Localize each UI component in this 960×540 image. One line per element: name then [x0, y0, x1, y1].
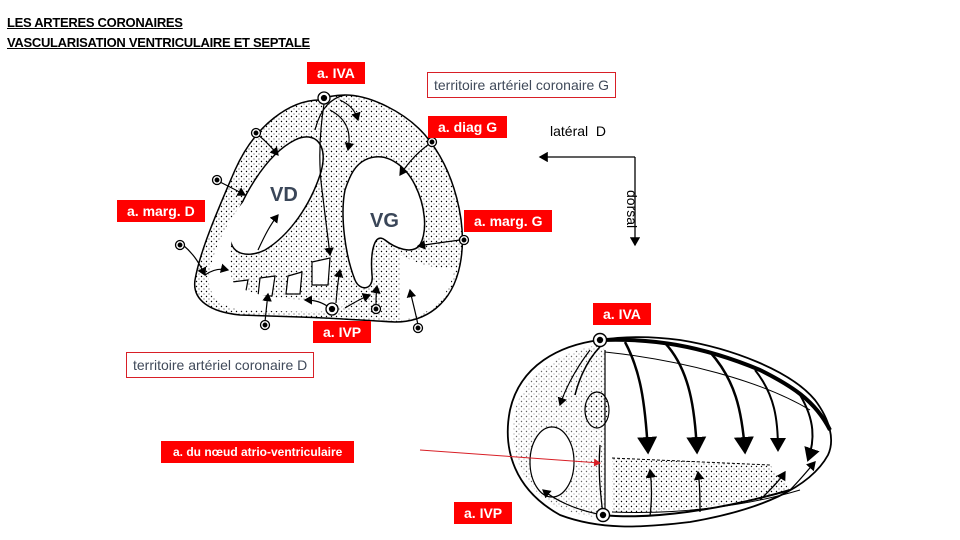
label-ivp-top: a. IVP — [313, 321, 372, 343]
heart-side-view — [419, 332, 832, 528]
label-diag-g: a. diag G — [428, 116, 508, 138]
label-iva-top: a. IVA — [307, 62, 365, 84]
title-line-1: LES ARTERES CORONAIRES — [7, 15, 183, 30]
vd-label: VD — [270, 184, 298, 206]
vd-cavity — [229, 136, 324, 255]
territory-d-box: territoire artériel coronaire D — [126, 352, 315, 378]
orientation-lateral-label: latéral D — [550, 123, 607, 139]
vg-cavity — [342, 156, 426, 289]
territory-g-box: territoire artériel coronaire G — [427, 72, 617, 98]
cross-section-figure — [174, 91, 470, 334]
label-marg-d: a. marg. D — [117, 200, 205, 222]
label-noeud-av: a. du nœud atrio-ventriculaire — [161, 441, 355, 463]
orientation-indicator — [538, 151, 641, 247]
label-ivp-bottom: a. IVP — [454, 502, 513, 524]
label-iva-bottom: a. IVA — [593, 303, 651, 325]
vg-label: VG — [370, 210, 399, 232]
title-line-2: VASCULARISATION VENTRICULAIRE ET SEPTALE — [7, 35, 310, 50]
label-marg-g: a. marg. G — [464, 210, 553, 232]
orientation-dorsal-label: dorsal — [624, 190, 640, 229]
